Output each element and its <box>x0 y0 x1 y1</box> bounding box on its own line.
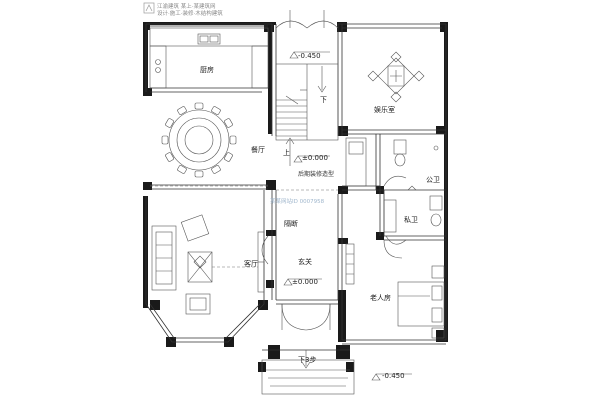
watermark-line-1: 江渝建筑 某上·某建筑网 <box>157 2 216 10</box>
dining-chair <box>224 152 233 162</box>
center-watermark: 某某网站ID 0007958 <box>270 197 325 205</box>
dining-table <box>161 102 237 178</box>
stair-down-label: 下 <box>320 96 327 104</box>
dining-chair <box>229 135 237 145</box>
living-furniture <box>151 214 265 315</box>
dining-chair <box>194 170 204 178</box>
dining-chair <box>211 165 221 174</box>
level-mark-entry <box>283 278 322 286</box>
dining-chair <box>165 152 174 162</box>
wall-outlines <box>145 23 447 351</box>
watermark-logo <box>143 2 155 14</box>
watermark-line-2: 设计·施工·装修·木结构建筑 <box>157 9 223 17</box>
level-label-entry: ±0.000 <box>292 278 318 286</box>
room-label-public-bath: 公卫 <box>426 176 440 184</box>
public-bath-fixtures <box>345 137 439 191</box>
room-label-kitchen: 厨房 <box>200 65 214 74</box>
room-label-entry: 玄关 <box>298 257 312 266</box>
dining-chair <box>224 118 233 128</box>
dining-chair <box>177 106 187 115</box>
front-steps <box>261 350 355 395</box>
level-mark-top <box>289 51 330 59</box>
room-label-recreation: 娱乐室 <box>374 105 395 114</box>
level-label-bottom: -0.450 <box>382 372 405 380</box>
room-label-foyer: 隔断 <box>284 219 298 228</box>
level-label-floor: ±0.000 <box>302 154 328 162</box>
dining-chair <box>161 135 169 145</box>
elder-room-furniture <box>345 239 445 339</box>
level-label-top: -0.450 <box>298 52 321 60</box>
level-mark-floor <box>293 155 330 163</box>
entry-door <box>281 303 331 331</box>
staircase <box>275 63 339 166</box>
walls <box>143 22 448 372</box>
dining-chair <box>194 102 204 110</box>
level-mark-bottom <box>371 373 412 381</box>
kitchen-counter <box>149 27 269 89</box>
private-bath-fixtures <box>383 195 443 245</box>
stair-up-label: 上 <box>283 148 290 157</box>
game-table <box>367 51 425 103</box>
room-label-living: 客厅 <box>244 259 258 268</box>
stair-note-label: 后期装修造型 <box>298 170 334 178</box>
dining-chair <box>165 118 174 128</box>
living-door <box>261 235 269 265</box>
room-label-elder: 老人房 <box>370 293 391 302</box>
room-label-dining: 餐厅 <box>251 145 265 154</box>
room-label-private-bath: 私卫 <box>404 215 418 224</box>
steps-down-label: 下3步 <box>298 356 316 364</box>
dining-chair <box>211 106 221 115</box>
dining-chair <box>177 165 187 174</box>
top-door <box>275 10 339 29</box>
